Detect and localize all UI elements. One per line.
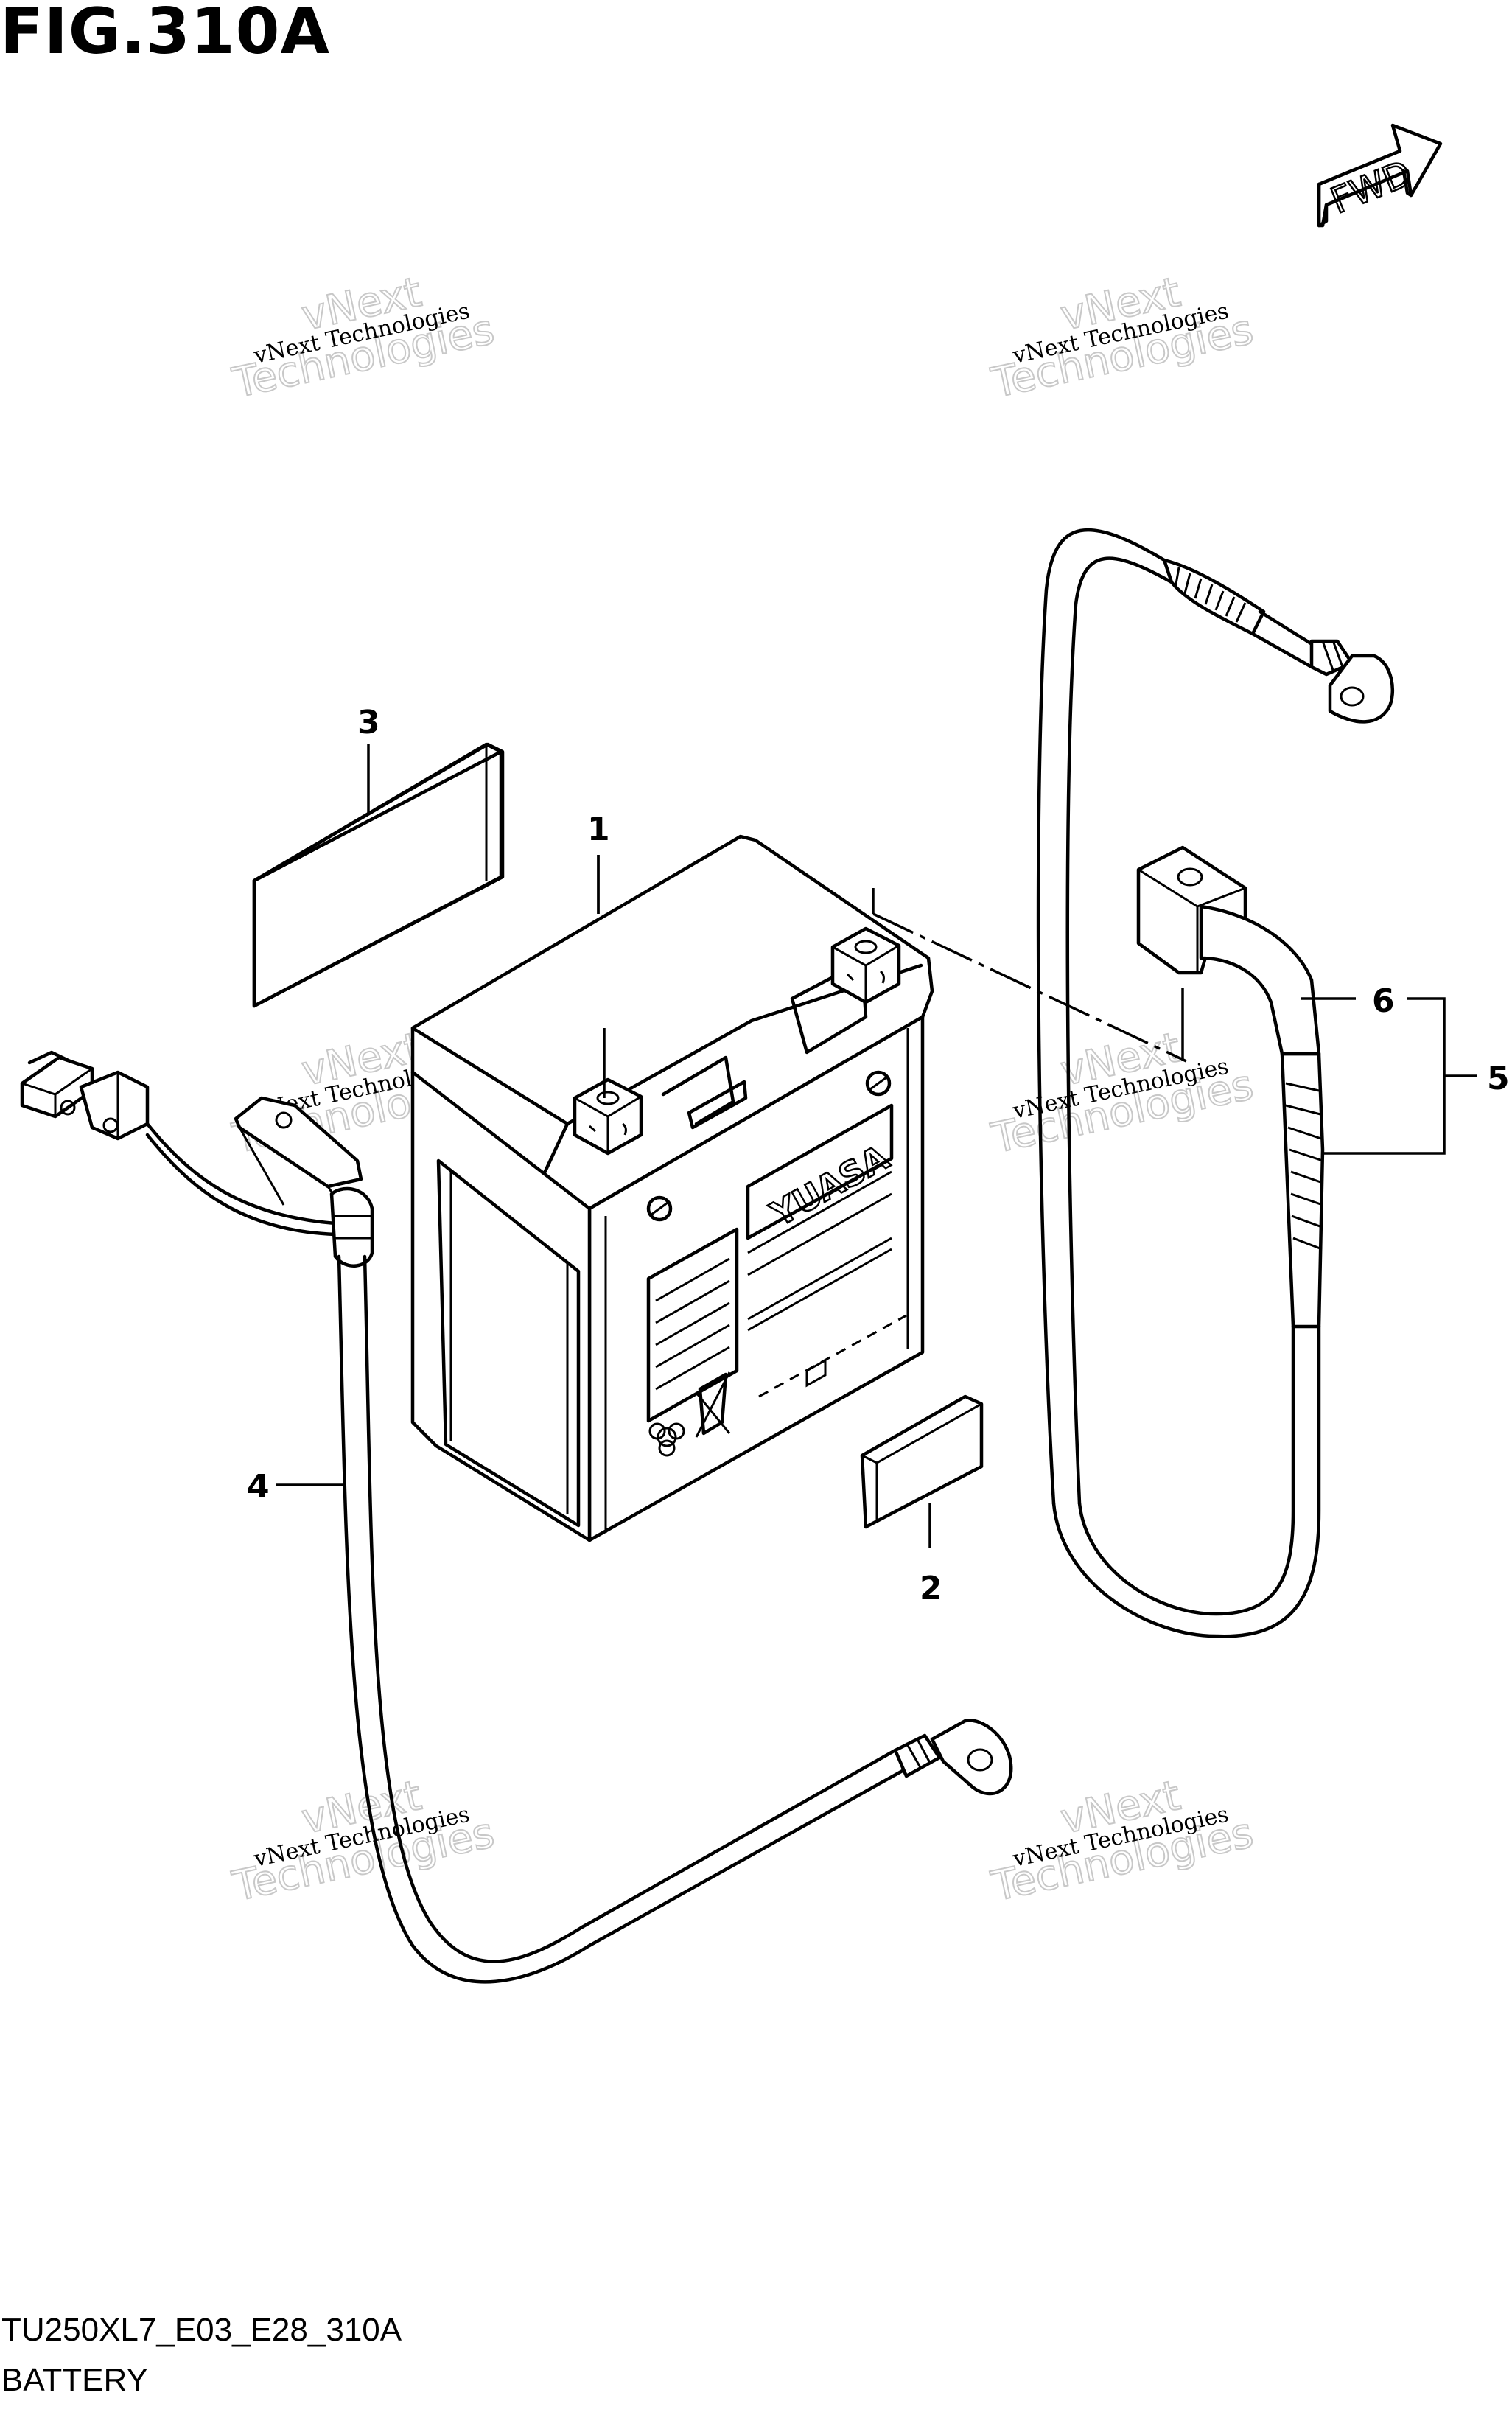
callout-1: 1 bbox=[587, 811, 610, 848]
model-code: TU250XL7_E03_E28_310A bbox=[1, 2312, 402, 2348]
watermark: vNext Technologies vNext Technologies bbox=[228, 1771, 499, 1912]
negative-terminal bbox=[573, 1077, 643, 1156]
watermark: vNext Technologies vNext Technologies bbox=[987, 268, 1258, 408]
part-5-positive-cable bbox=[1036, 528, 1395, 1638]
part-1-battery: YUASA bbox=[410, 834, 934, 1542]
figure-title: FIG.310A bbox=[0, 0, 331, 69]
section-name: BATTERY bbox=[1, 2362, 148, 2398]
callout-2: 2 bbox=[920, 1570, 942, 1607]
part-3-label-sheet bbox=[252, 742, 505, 1008]
watermark: vNext Technologies vNext Technologies bbox=[987, 1023, 1258, 1164]
watermark: vNext Technologies vNext Technologies bbox=[987, 1771, 1258, 1912]
callout-leaders bbox=[276, 744, 1477, 1548]
callout-5: 5 bbox=[1487, 1060, 1510, 1097]
callout-6: 6 bbox=[1372, 982, 1395, 1020]
part-2-tag bbox=[860, 1394, 984, 1529]
callout-4: 4 bbox=[247, 1468, 270, 1506]
watermark: vNext Technologies vNext Technologies bbox=[228, 268, 499, 408]
positive-terminal bbox=[830, 926, 901, 1004]
callout-labels: 1 2 3 4 5 6 bbox=[247, 704, 1510, 1607]
callout-3: 3 bbox=[357, 704, 380, 741]
part-4-negative-cable bbox=[20, 1050, 1013, 1984]
assembly-centerline bbox=[872, 912, 1187, 1063]
fwd-direction-badge: FWD bbox=[1317, 123, 1443, 228]
